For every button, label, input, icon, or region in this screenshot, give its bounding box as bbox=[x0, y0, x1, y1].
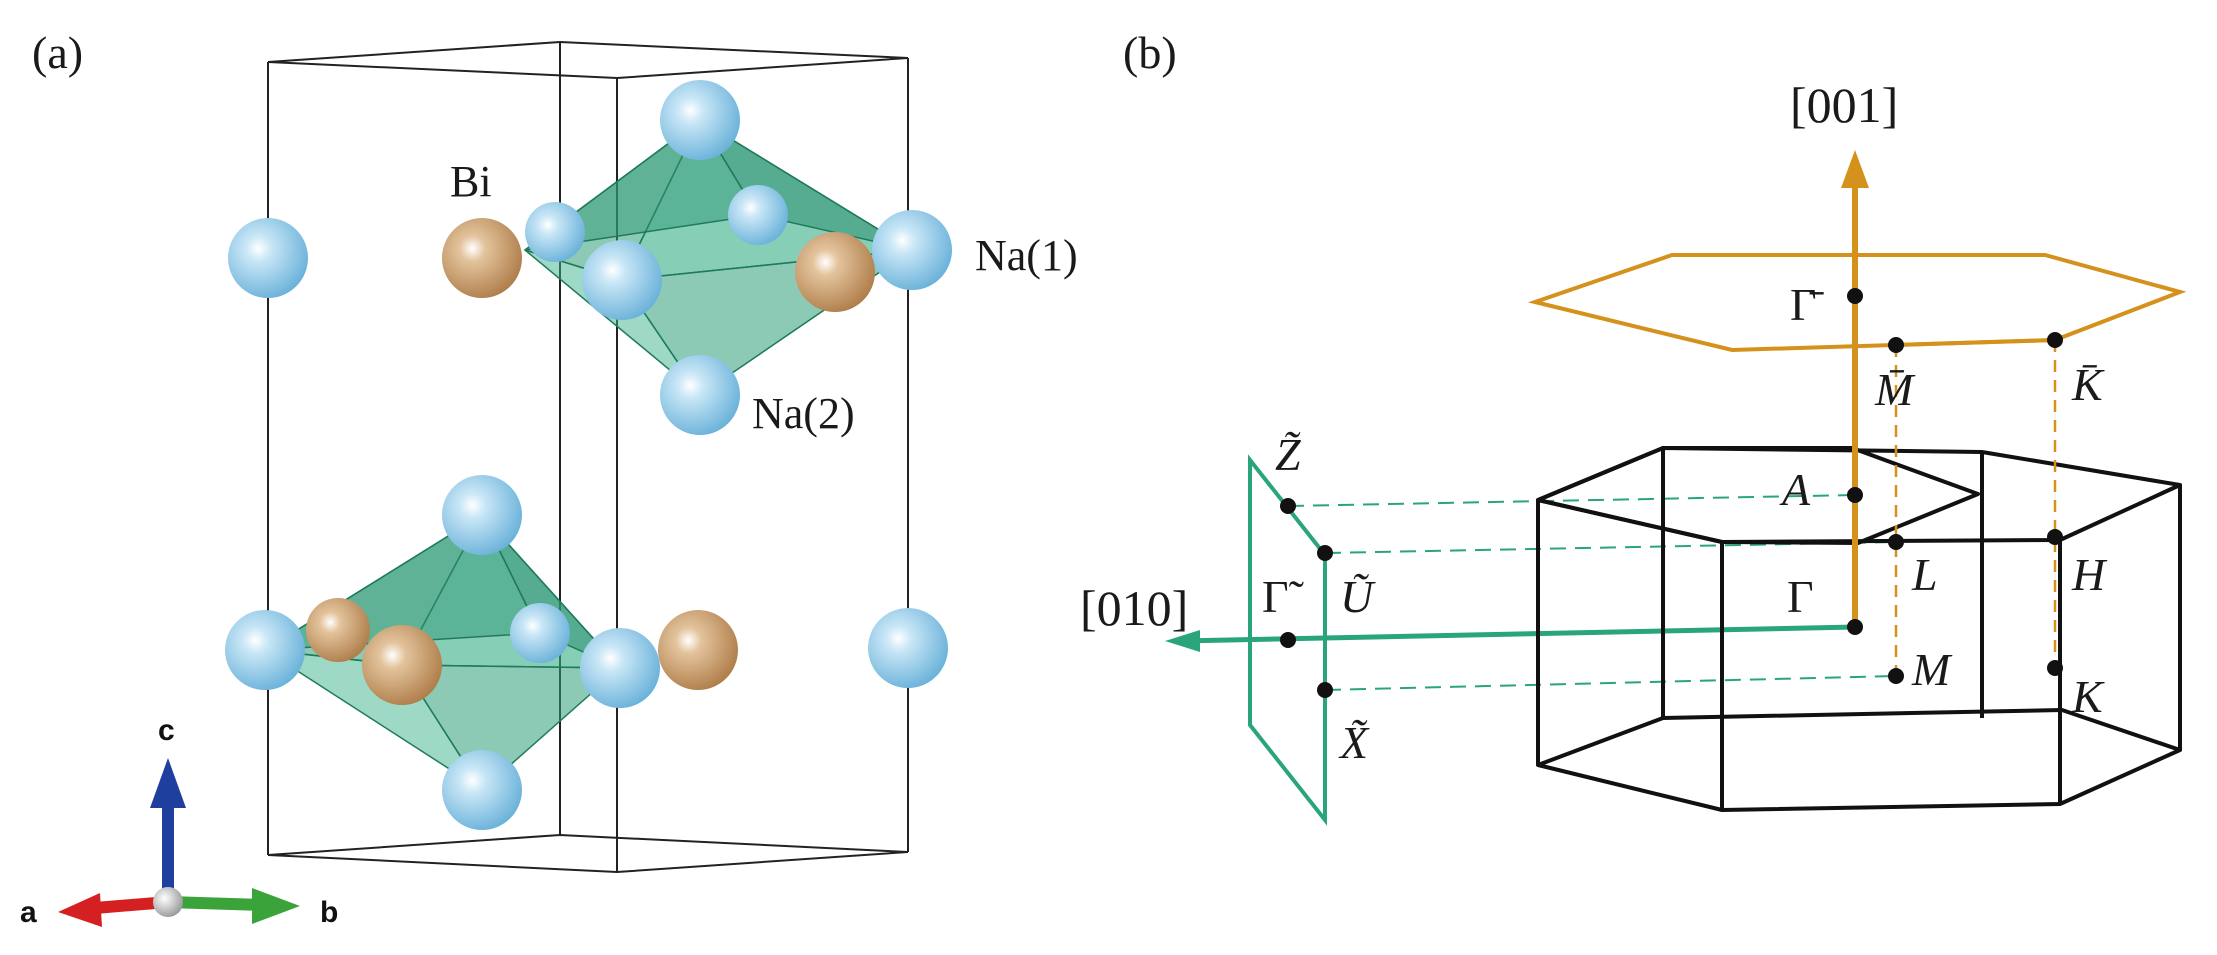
label-x-tilde: X̃ bbox=[1338, 717, 1370, 768]
bi-atom bbox=[362, 625, 442, 705]
panel-b-label: (b) bbox=[1123, 27, 1177, 78]
point-m bbox=[1888, 668, 1904, 684]
bulk-bz bbox=[1536, 446, 2182, 812]
bi-atom bbox=[442, 218, 522, 298]
na-atom bbox=[660, 80, 740, 160]
direction-001-arrowhead bbox=[1841, 150, 1869, 188]
label-m-bar: M̄ bbox=[1874, 364, 1916, 415]
point-gamma bbox=[1847, 619, 1863, 635]
na-atom bbox=[660, 355, 740, 435]
na-atom bbox=[868, 608, 948, 688]
na-atom bbox=[510, 603, 570, 663]
panel-b: (b) bbox=[1080, 27, 2187, 826]
label-h: H bbox=[2071, 549, 2108, 600]
na-atom bbox=[442, 750, 522, 830]
surface-010-bz bbox=[1248, 454, 1327, 826]
point-k-bar bbox=[2047, 332, 2063, 348]
point-u-tilde bbox=[1317, 545, 1333, 561]
bi-atom bbox=[658, 610, 738, 690]
na-atom bbox=[525, 202, 585, 262]
na-atom bbox=[872, 210, 952, 290]
atoms bbox=[225, 80, 952, 830]
point-x-tilde bbox=[1317, 682, 1333, 698]
point-k bbox=[2047, 660, 2063, 676]
axes-origin bbox=[153, 887, 183, 917]
label-z-tilde: Z̃ bbox=[1275, 429, 1301, 480]
label-gamma-bar: Γ̄ bbox=[1790, 279, 1825, 330]
b-axis-arrowhead bbox=[252, 888, 300, 924]
label-direction-001: [001] bbox=[1790, 77, 1898, 133]
label-gamma: Γ bbox=[1787, 571, 1814, 622]
projection-lines-001 bbox=[1894, 340, 2057, 676]
axes-triad: c a b bbox=[20, 714, 338, 929]
label-bi: Bi bbox=[450, 157, 492, 206]
surface-001-edge bbox=[1895, 338, 2056, 347]
point-z-tilde bbox=[1280, 498, 1296, 514]
point-gamma-bar bbox=[1847, 288, 1863, 304]
axis-label-c: c bbox=[158, 714, 175, 747]
bi-atom bbox=[795, 232, 875, 312]
na-atom bbox=[728, 185, 788, 245]
point-l bbox=[1888, 534, 1904, 550]
a-axis-arrowhead bbox=[58, 893, 102, 927]
panel-a-label: (a) bbox=[32, 27, 83, 78]
label-na1: Na(1) bbox=[975, 231, 1078, 280]
axis-label-a: a bbox=[20, 896, 37, 929]
label-direction-010: [010] bbox=[1080, 580, 1188, 636]
high-symmetry-points bbox=[1280, 288, 2063, 698]
surface-001-bz bbox=[1527, 253, 2187, 353]
c-axis-arrowhead bbox=[150, 758, 186, 808]
axis-label-b: b bbox=[320, 896, 338, 929]
label-k: K bbox=[2071, 671, 2105, 722]
label-u-tilde: Ũ bbox=[1340, 571, 1376, 622]
label-k-bar: K̄ bbox=[2071, 359, 2105, 410]
label-na2: Na(2) bbox=[752, 389, 855, 438]
label-m: M bbox=[1911, 644, 1953, 695]
point-h bbox=[2047, 529, 2063, 545]
point-m-bar bbox=[1888, 337, 1904, 353]
bi-atom bbox=[306, 598, 370, 662]
point-gamma-tilde bbox=[1280, 632, 1296, 648]
na-atom bbox=[225, 610, 305, 690]
label-a: A bbox=[1779, 464, 1811, 515]
surface-001-projection bbox=[1527, 150, 2187, 676]
point-a bbox=[1847, 487, 1863, 503]
b-axis-arrow bbox=[167, 896, 263, 911]
panel-a: (a) bbox=[20, 27, 1078, 929]
na-atom bbox=[442, 475, 522, 555]
label-l: L bbox=[1911, 549, 1938, 600]
unit-cell bbox=[267, 40, 909, 874]
label-gamma-tilde: Γ̃ bbox=[1262, 571, 1304, 622]
na-atom bbox=[228, 218, 308, 298]
na-atom bbox=[580, 628, 660, 708]
na-atom bbox=[582, 240, 662, 320]
direction-010-arrowhead bbox=[1165, 630, 1200, 652]
